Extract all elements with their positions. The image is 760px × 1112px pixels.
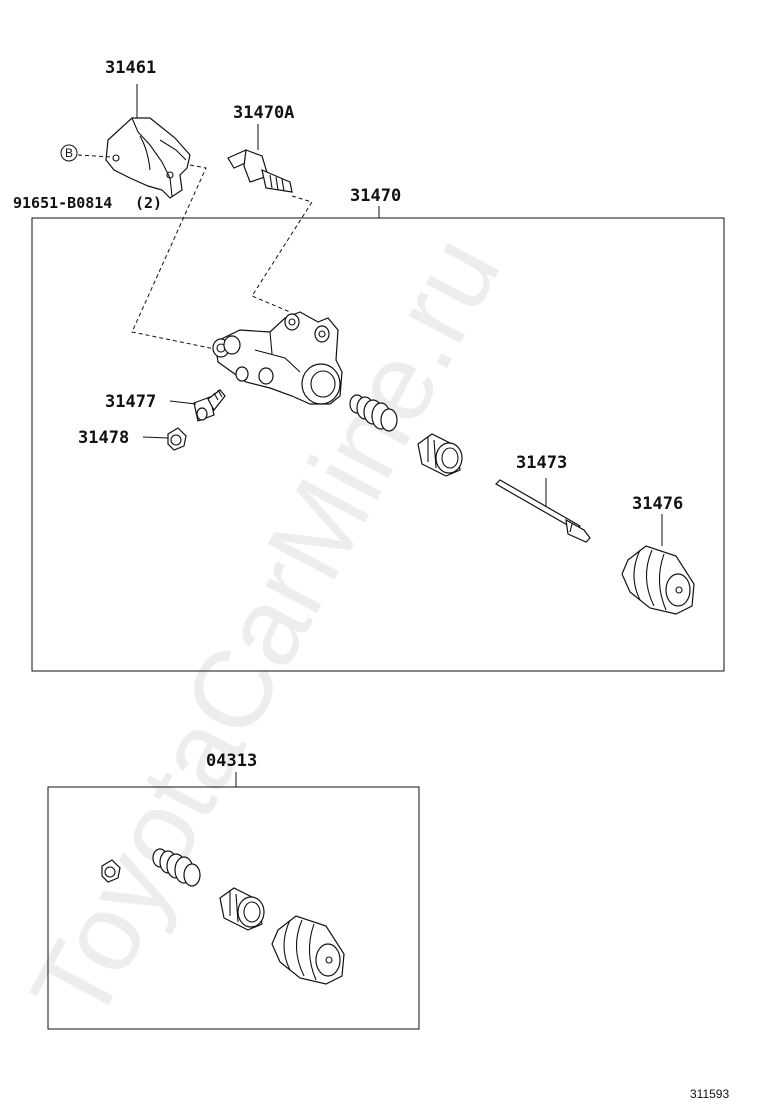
bleeder-screw-part[interactable] [193, 389, 226, 422]
label-repair-kit: 04313 [206, 751, 257, 771]
push-rod-part[interactable] [495, 479, 591, 543]
repair-kit-box [47, 786, 420, 1030]
label-boot: 31476 [632, 494, 683, 514]
bleeder-cap-part[interactable] [167, 427, 187, 451]
spring-part[interactable] [349, 394, 398, 432]
label-bracket: 31461 [105, 58, 156, 78]
label-bleeder-screw: 31477 [105, 392, 156, 412]
kit-cap-part[interactable] [101, 859, 121, 883]
kit-piston-part[interactable] [219, 887, 265, 931]
bolt-marker-letter: B [65, 146, 73, 160]
cylinder-body-part[interactable] [212, 311, 343, 405]
label-push-rod: 31473 [516, 453, 567, 473]
label-bolt-qty: (2) [135, 194, 162, 212]
kit-spring-part[interactable] [152, 848, 201, 887]
label-bolt-ref: 91651-B0814 [13, 194, 112, 212]
boot-part[interactable] [621, 545, 695, 615]
piston-part[interactable] [417, 433, 463, 477]
bracket-part[interactable] [105, 117, 191, 199]
label-bleeder-cap: 31478 [78, 428, 129, 448]
label-cylinder-assy: 31470 [350, 186, 401, 206]
kit-boot-part[interactable] [271, 915, 345, 985]
bolt-marker: B [60, 144, 78, 162]
cylinder-assembly-box [31, 217, 725, 672]
label-bleeder-plug: 31470A [233, 103, 294, 123]
figure-number: 311593 [690, 1087, 729, 1101]
bleeder-plug-part[interactable] [227, 149, 293, 193]
